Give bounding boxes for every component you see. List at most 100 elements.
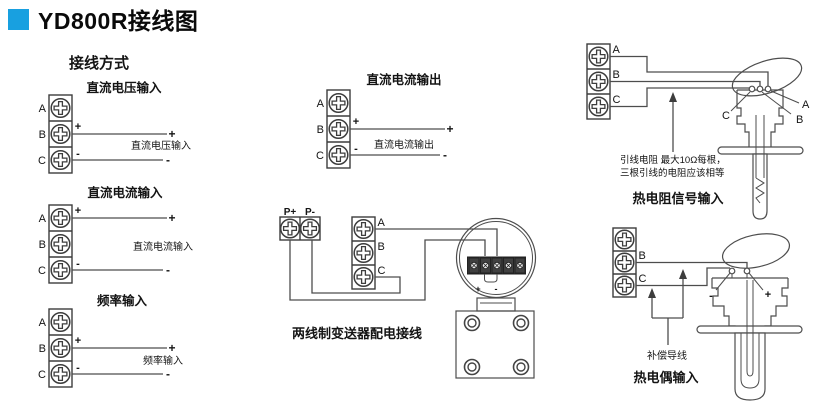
terminal-label-c: C xyxy=(316,150,324,162)
diagram-dc-voltage-input: 直流电压输入 A B C + + - - 直流电压输入 xyxy=(38,80,191,174)
diagram-dc-current-input: 直流电流输入 A B C + + - - 直流电流输入 xyxy=(38,185,193,284)
sensor-terminal xyxy=(728,267,736,275)
terminal-label-c: C xyxy=(38,155,46,167)
plus-sign: + xyxy=(75,205,81,217)
terminal-label-b: B xyxy=(39,129,46,141)
sensor-terminal-label-b: B xyxy=(796,114,803,126)
screw-terminal-icon xyxy=(50,233,71,255)
page-title: YD800R接线图 xyxy=(38,8,198,34)
diagram-thermocouple-input: B C - + 补偿导线 热电偶输入 xyxy=(612,227,803,401)
minus-sign: - xyxy=(709,290,713,302)
terminal-label-b: B xyxy=(378,241,385,253)
plus-sign: + xyxy=(75,121,81,133)
terminal-clamp xyxy=(484,274,498,283)
page-header: YD800R接线图 接线方式 xyxy=(8,8,198,72)
diagram-rtd-input: A B C C B A 引线电阻 最大10Ω每根， xyxy=(586,43,810,220)
diagram-two-wire-transmitter: P+ P- A B C + - 两线制变送器配电 xyxy=(279,207,537,379)
wire-a xyxy=(610,55,769,86)
thermocouple-element xyxy=(746,280,754,377)
diagram-caption: 热电阻信号输入 xyxy=(632,191,723,206)
terminal-label-c: C xyxy=(613,94,621,106)
minus-sign: - xyxy=(166,367,170,381)
screw-terminal-icon xyxy=(279,218,301,239)
screw-terminal-icon xyxy=(588,96,609,117)
minus-sign: - xyxy=(166,263,170,277)
minus-sign: - xyxy=(443,148,447,162)
minus-sign: - xyxy=(354,143,358,155)
probe-cap xyxy=(731,57,803,97)
diagram-title: 直流电流输入 xyxy=(87,185,163,200)
screw-terminal-icon xyxy=(328,144,349,166)
diagram-caption: 两线制变送器配电接线 xyxy=(292,326,422,341)
minus-sign: - xyxy=(495,284,498,294)
probe-tube xyxy=(752,153,768,220)
terminal-label-c: C xyxy=(38,265,46,277)
diagram-title: 直流电流输出 xyxy=(366,72,441,87)
terminal-label-b: B xyxy=(39,239,46,251)
sensor-terminal xyxy=(756,85,764,93)
minus-sign: - xyxy=(166,153,170,167)
thermocouple-probe: - + xyxy=(696,233,803,401)
screw-terminal-icon xyxy=(50,363,71,385)
section-subtitle: 接线方式 xyxy=(69,54,129,72)
transmitter-housing-inner xyxy=(459,221,533,295)
arrow-up-icon xyxy=(648,288,656,298)
plus-sign: + xyxy=(168,127,175,141)
sensor-terminal xyxy=(743,267,751,275)
transmitter-base xyxy=(455,310,535,379)
rtd-probe: C B A xyxy=(717,57,810,220)
screw-terminal-icon xyxy=(50,207,71,229)
transmitter-terminal-icon xyxy=(480,257,491,274)
terminal-label-a: A xyxy=(39,317,47,329)
probe-flange xyxy=(717,146,804,155)
screw-terminal-icon xyxy=(328,92,349,114)
wire-power-plus xyxy=(289,239,486,301)
minus-sign: - xyxy=(76,148,80,160)
lead-resistance-note-1: 引线电阻 最大10Ω每根， xyxy=(620,154,726,166)
diagram-dc-current-output: 直流电流输出 A B C + + - - 直流电流输出 xyxy=(316,72,454,169)
probe-flange xyxy=(696,325,803,334)
screw-terminal-icon xyxy=(588,71,609,92)
wire-b xyxy=(636,261,748,268)
terminal-label-b: B xyxy=(317,124,324,136)
bolt-icon xyxy=(512,314,530,332)
screw-terminal-icon xyxy=(353,218,374,240)
wire-signal xyxy=(375,228,498,256)
rtd-element xyxy=(755,177,765,204)
transmitter-terminal-icon xyxy=(514,257,526,274)
diagram-caption: 热电偶输入 xyxy=(633,370,698,385)
accent-square-icon xyxy=(8,9,29,30)
wire-label: 频率输入 xyxy=(143,354,183,367)
terminal-block xyxy=(48,204,73,284)
sensor-terminal-label-a: A xyxy=(802,99,810,111)
plus-sign: + xyxy=(765,289,771,301)
wire-power-minus xyxy=(311,240,401,294)
screw-terminal-icon xyxy=(50,311,71,333)
bolt-icon xyxy=(463,358,481,376)
screw-terminal-icon xyxy=(299,218,321,239)
screw-terminal-icon xyxy=(50,337,71,359)
screw-terminal-icon xyxy=(353,242,374,264)
terminal-label-a: A xyxy=(378,217,386,229)
p-minus-label: P- xyxy=(305,207,315,218)
screw-terminal-icon xyxy=(614,229,635,250)
plus-sign: + xyxy=(353,116,359,128)
transmitter-terminal-icon xyxy=(491,257,503,274)
wire-label: 直流电压输入 xyxy=(131,139,191,152)
minus-sign: - xyxy=(76,258,80,270)
probe-head xyxy=(764,278,789,330)
terminal-label-a: A xyxy=(39,213,47,225)
terminal-block xyxy=(351,216,376,290)
sensor-terminal-label-c: C xyxy=(722,110,730,122)
probe-head xyxy=(711,278,736,330)
plus-sign: + xyxy=(168,341,175,355)
terminal-label-a: A xyxy=(317,98,325,110)
plus-sign: + xyxy=(168,211,175,225)
screw-terminal-icon xyxy=(588,46,609,67)
terminal-label-c: C xyxy=(378,265,386,277)
screw-terminal-icon xyxy=(50,123,71,145)
screw-terminal-icon xyxy=(328,118,349,140)
wire-c xyxy=(610,87,749,108)
transmitter-neck xyxy=(476,297,516,312)
